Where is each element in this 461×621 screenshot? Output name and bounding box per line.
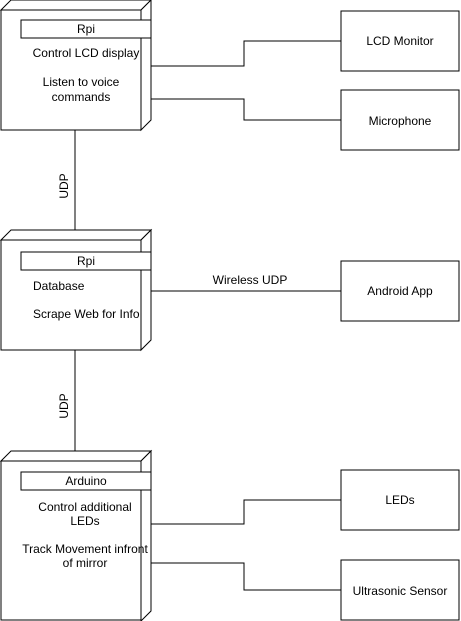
- peripheral-lcd-monitor: LCD Monitor: [340, 10, 460, 72]
- peripheral-leds: LEDs: [340, 469, 460, 531]
- node-arduino-title-bar: [20, 471, 152, 491]
- peripheral-ultrasonic-sensor-label: Ultrasonic Sensor: [353, 584, 448, 598]
- edge-rpi-to-lcd: [150, 40, 341, 67]
- node-arduino-line-3: Track Movement infront: [22, 542, 148, 556]
- node-arduino-top-face: [0, 450, 153, 462]
- peripheral-android-app: Android App: [340, 260, 460, 322]
- node-rpi-server-side-face: [140, 228, 152, 352]
- edge-label-wireless-udp: Wireless UDP: [213, 273, 288, 287]
- node-rpi-display-title: Rpi: [77, 22, 95, 36]
- node-rpi-display-title-bar: [20, 19, 152, 39]
- peripheral-microphone-label: Microphone: [369, 114, 432, 128]
- edge-arduino-to-sensor: [150, 562, 341, 591]
- node-rpi-server-line-2: Scrape Web for Info: [33, 307, 140, 321]
- node-arduino: Arduino Control additional LEDs Track Mo…: [0, 449, 153, 621]
- node-rpi-server-top-face: [0, 229, 153, 241]
- node-rpi-server-title-bar: [20, 251, 152, 271]
- node-arduino-line-2: LEDs: [70, 514, 99, 528]
- edge-label-udp-bottom: UDP: [57, 393, 71, 418]
- node-rpi-display: Rpi Control LCD display Listen to voice …: [0, 0, 152, 132]
- edge-label-udp-top: UDP: [57, 173, 71, 198]
- node-arduino-title: Arduino: [65, 474, 107, 488]
- peripheral-lcd-monitor-box: [340, 10, 460, 72]
- node-rpi-display-line-2: Listen to voice: [43, 75, 120, 89]
- node-rpi-server-title: Rpi: [77, 254, 95, 268]
- edge-rpi-to-microphone: [150, 98, 341, 121]
- node-rpi-display-top-face: [0, 0, 152, 11]
- node-rpi-display-line-3: commands: [52, 90, 111, 104]
- peripheral-microphone: Microphone: [340, 89, 460, 151]
- node-rpi-display-line-1: Control LCD display: [33, 46, 140, 60]
- peripheral-android-app-box: [340, 260, 460, 322]
- peripheral-lcd-monitor-label: LCD Monitor: [366, 34, 433, 48]
- edge-arduino-to-leds: [150, 499, 341, 525]
- node-rpi-server: Rpi Database Scrape Web for Info: [0, 228, 153, 352]
- node-arduino-line-4: of mirror: [63, 556, 108, 570]
- node-arduino-line-1: Control additional: [38, 500, 131, 514]
- node-rpi-server-line-1: Database: [33, 279, 85, 293]
- peripheral-android-app-label: Android App: [367, 284, 433, 298]
- peripheral-leds-label: LEDs: [385, 493, 414, 507]
- peripheral-ultrasonic-sensor-box: [340, 559, 460, 621]
- peripheral-leds-box: [340, 469, 460, 531]
- peripheral-microphone-box: [340, 89, 460, 151]
- peripheral-ultrasonic-sensor: Ultrasonic Sensor: [340, 559, 460, 621]
